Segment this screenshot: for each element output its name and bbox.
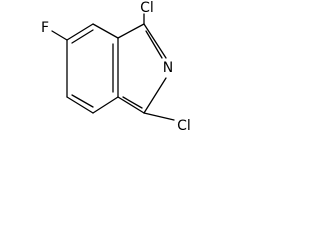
double-bond-c3-c4 (122, 96, 143, 109)
bond-c6-c5 (66, 96, 94, 114)
bond-n2-c3 (143, 77, 167, 114)
double-bond-c6-c5 (71, 94, 94, 108)
bond-c1-n2 (143, 23, 167, 59)
bond-c8-c7 (66, 23, 94, 41)
bond-c3-cl (143, 112, 175, 121)
bond-c5-c4a (92, 96, 119, 114)
bond-c8a-c8 (92, 23, 119, 39)
bond-c7-f (51, 30, 68, 41)
atom-label-cl-top: Cl (140, 0, 154, 16)
atom-label-fluorine: F (41, 20, 49, 36)
atom-label-nitrogen: N (163, 60, 173, 76)
isoquinoline-structure: Cl N Cl F (41, 0, 191, 134)
bond-c8a-c1 (117, 23, 145, 39)
atom-label-cl-bottom: Cl (177, 118, 191, 134)
double-bond-c8-c7 (71, 29, 94, 44)
double-bond-c1-n2 (145, 30, 163, 59)
bond-c3-c4 (117, 96, 145, 114)
